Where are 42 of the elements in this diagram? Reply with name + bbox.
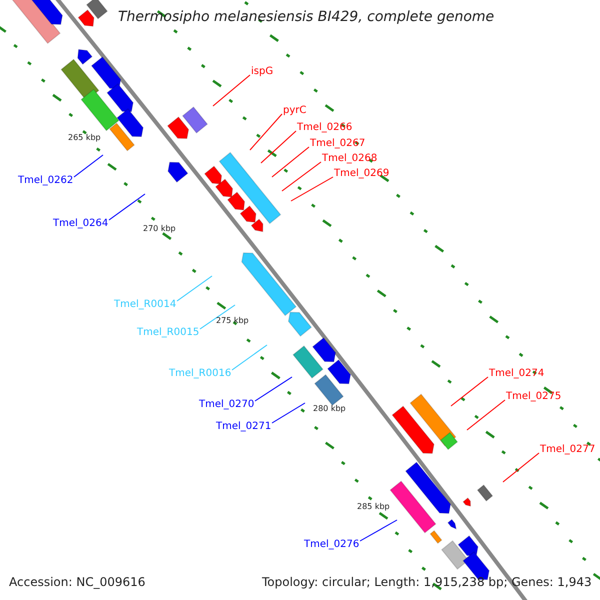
gene-label: Tmel_R0015 bbox=[137, 327, 200, 338]
leader-line bbox=[108, 194, 146, 220]
leader-line bbox=[272, 146, 310, 178]
scale-label: 285 kbp bbox=[357, 502, 390, 511]
scale-label: 275 kbp bbox=[216, 316, 249, 325]
leader-line bbox=[360, 520, 398, 542]
leader-line bbox=[176, 276, 212, 302]
leader-line bbox=[254, 376, 292, 402]
gene-label: Tmel_0269 bbox=[334, 168, 390, 179]
gene-label: Tmel_0274 bbox=[489, 368, 544, 379]
gene-label: Tmel_0266 bbox=[297, 122, 352, 133]
gene-label: Tmel_0275 bbox=[506, 391, 562, 402]
leader-line bbox=[74, 154, 104, 178]
genome-summary-text: Topology: circular; Length: 1,915,238 bp; Genes: 1,943 bbox=[262, 575, 592, 589]
accession-text: Accession: NC_009616 bbox=[9, 575, 146, 589]
leader-line bbox=[272, 402, 306, 424]
leader-line bbox=[282, 162, 322, 192]
gene-label: Tmel_0271 bbox=[216, 421, 272, 432]
gene-label: Tmel_R0016 bbox=[169, 368, 232, 379]
gene-label: Tmel_R0014 bbox=[114, 299, 176, 310]
gene-label: Tmel_0262 bbox=[18, 175, 74, 186]
scale-label: 265 kbp bbox=[68, 133, 101, 142]
gene-label: Tmel_0277 bbox=[540, 444, 596, 455]
gene-label: Tmel_0276 bbox=[304, 539, 360, 550]
leader-line bbox=[260, 130, 296, 164]
gene-label: Tmel_0264 bbox=[53, 218, 108, 229]
leader-line bbox=[466, 400, 506, 430]
leader-line bbox=[290, 176, 334, 202]
leader-line bbox=[200, 304, 236, 330]
gene-label: ispG bbox=[251, 66, 274, 77]
scale-label: 270 kbp bbox=[143, 224, 176, 233]
leader-line bbox=[450, 376, 488, 406]
leader-line bbox=[502, 452, 540, 482]
leader-line bbox=[250, 114, 282, 150]
gene-label: pyrC bbox=[283, 105, 306, 116]
gene-label: Tmel_0268 bbox=[322, 153, 378, 164]
leader-line bbox=[232, 344, 268, 370]
leader-line bbox=[212, 74, 250, 106]
gene-label: Tmel_0270 bbox=[199, 399, 254, 410]
scale-label: 280 kbp bbox=[313, 404, 346, 413]
map-title: Thermosipho melanesiensis BI429, complete genome bbox=[118, 9, 494, 25]
gene-label: Tmel_0267 bbox=[310, 138, 366, 149]
